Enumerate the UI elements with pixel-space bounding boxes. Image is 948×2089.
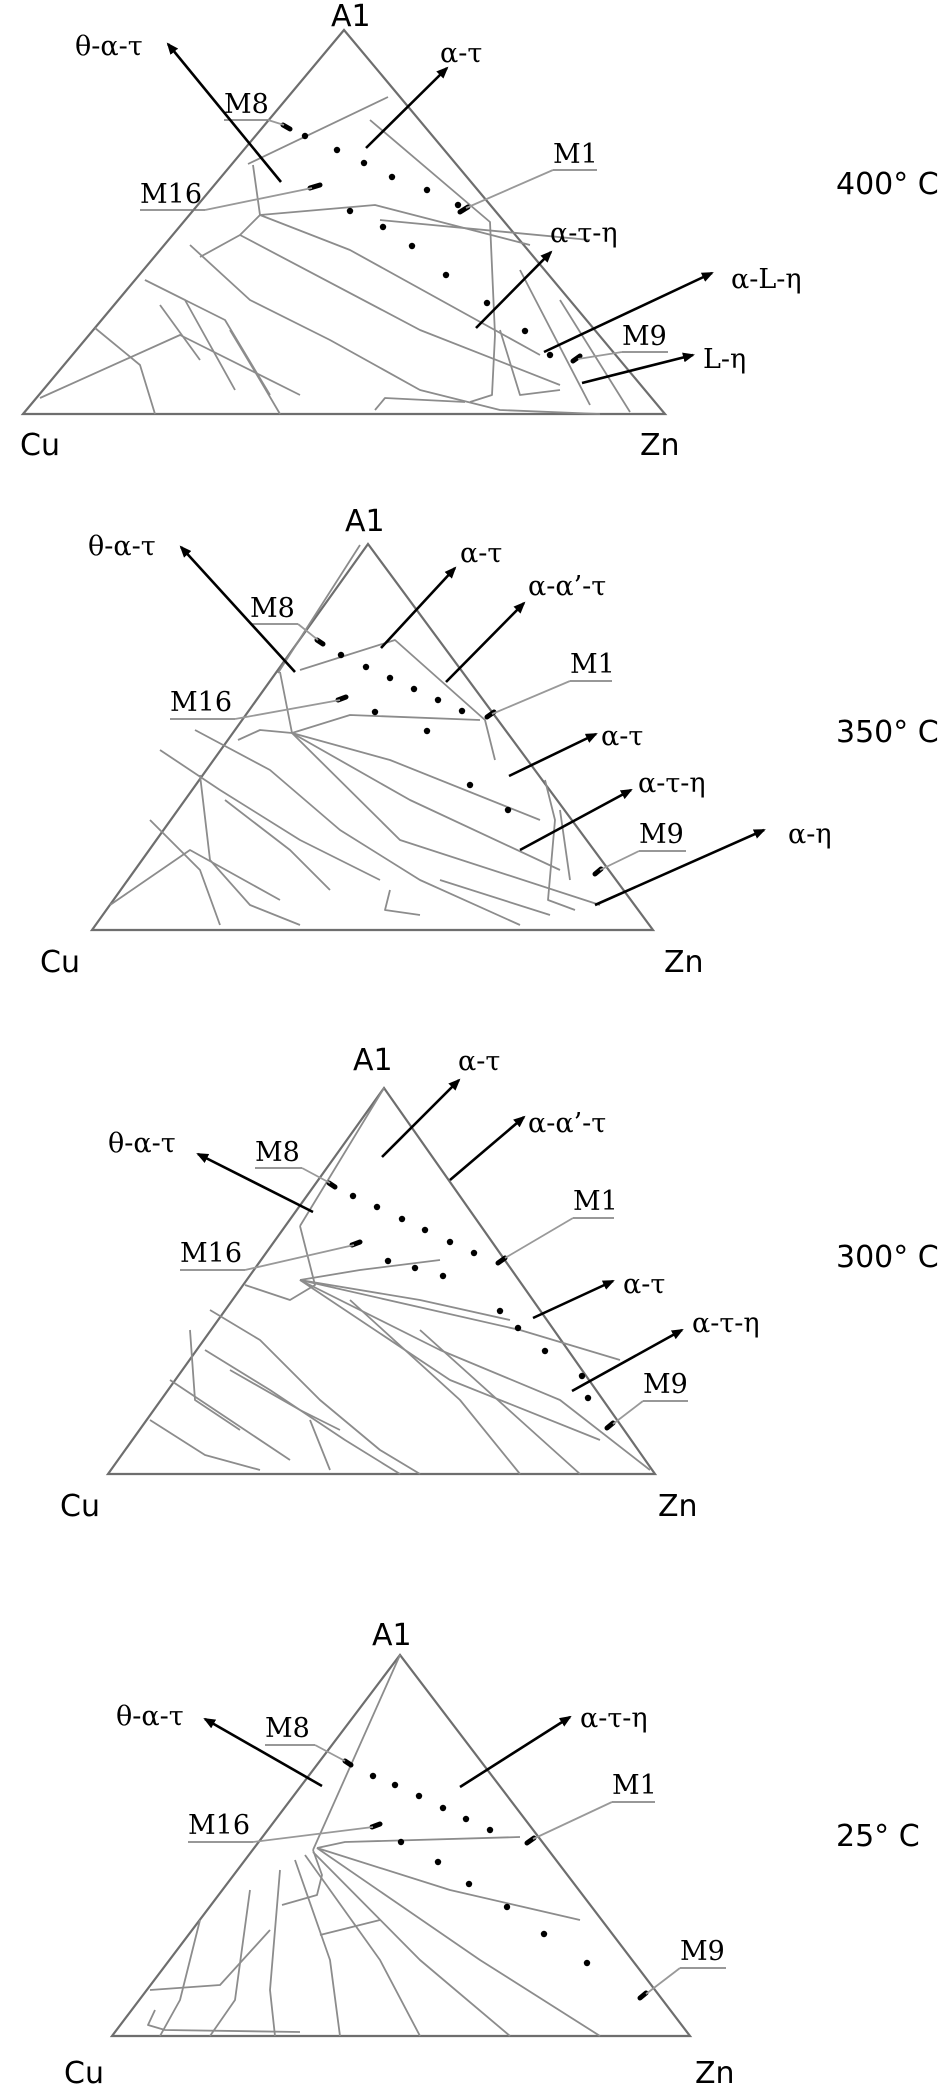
sample-label-m9: M9 bbox=[612, 1369, 688, 1425]
phase-boundaries bbox=[147, 1654, 601, 2037]
sample-label: M9 bbox=[680, 1936, 725, 1967]
phase-label: α-α’-τ bbox=[528, 571, 606, 602]
sample-label-m16: M16 bbox=[170, 687, 341, 720]
sample-label: M16 bbox=[140, 179, 202, 210]
corner-label-left: Cu bbox=[64, 2056, 104, 2089]
phase-region-arrows: θ-α-τ α-τ α-α’-τ α-τ α-τ-η α-η bbox=[88, 531, 832, 907]
phase-region-arrows: θ-α-τ α-τ α-α’-τ α-τ α-τ-η bbox=[108, 1046, 760, 1393]
sample-label: M16 bbox=[170, 687, 232, 718]
sample-label-m16: M16 bbox=[180, 1238, 355, 1271]
phase-label: α-τ bbox=[601, 721, 643, 752]
corner-label-left: Cu bbox=[60, 1489, 100, 1524]
sample-label-m16: M16 bbox=[188, 1810, 374, 1843]
phase-label: θ-α-τ bbox=[75, 31, 143, 62]
panel-400c: A1 Cu Zn 400° C M8 M16 M1 bbox=[20, 0, 939, 463]
sample-label-m1: M1 bbox=[491, 649, 615, 715]
phase-label: α-τ bbox=[460, 538, 502, 569]
sample-label-m9: M9 bbox=[599, 819, 686, 871]
sample-points bbox=[280, 122, 583, 364]
corner-label-top: A1 bbox=[372, 1618, 412, 1653]
ternary-triangle bbox=[105, 1086, 658, 1476]
corner-label-right: Zn bbox=[640, 428, 680, 463]
phase-label: α-L-η bbox=[731, 264, 802, 295]
sample-points bbox=[342, 1758, 649, 2001]
sample-label-m8: M8 bbox=[255, 1137, 331, 1184]
phase-label: α-τ-η bbox=[638, 768, 706, 799]
sample-label: M8 bbox=[224, 89, 269, 120]
corner-label-left: Cu bbox=[40, 945, 80, 980]
sample-label: M8 bbox=[255, 1137, 300, 1168]
phase-label: θ-α-τ bbox=[108, 1128, 176, 1159]
corner-label-right: Zn bbox=[658, 1489, 698, 1524]
sample-label: M9 bbox=[643, 1369, 688, 1400]
sample-label: M1 bbox=[573, 1186, 618, 1217]
sample-label-m8: M8 bbox=[224, 89, 285, 126]
corner-label-top: A1 bbox=[353, 1043, 393, 1078]
panel-25c: A1 Cu Zn 25° C M8 M16 M1 bbox=[64, 1618, 920, 2089]
sample-label: M8 bbox=[265, 1713, 310, 1744]
sample-points bbox=[326, 1180, 616, 1431]
corner-label-right: Zn bbox=[695, 2056, 735, 2089]
sample-label-m16: M16 bbox=[140, 179, 313, 211]
sample-label: M1 bbox=[570, 649, 615, 680]
phase-label: L-η bbox=[703, 344, 746, 375]
phase-label: α-τ bbox=[440, 38, 482, 69]
sample-label-m8: M8 bbox=[265, 1713, 346, 1762]
sample-label-m1: M1 bbox=[504, 1186, 618, 1259]
phase-boundaries bbox=[149, 1087, 651, 1475]
temperature-label: 400° C bbox=[836, 167, 939, 202]
phase-label: θ-α-τ bbox=[88, 531, 156, 562]
corner-label-top: A1 bbox=[345, 504, 385, 539]
temperature-label: 300° C bbox=[836, 1240, 939, 1275]
phase-label: α-τ-η bbox=[580, 1703, 648, 1734]
phase-label: α-η bbox=[788, 819, 832, 850]
ternary-triangle bbox=[109, 1653, 693, 2038]
corner-label-top: A1 bbox=[331, 0, 371, 34]
phase-region-arrows: θ-α-τ α-τ-η bbox=[116, 1701, 648, 1789]
sample-label: M1 bbox=[553, 139, 598, 170]
sample-label-m8: M8 bbox=[250, 593, 319, 641]
sample-label: M9 bbox=[639, 819, 684, 850]
corner-label-right: Zn bbox=[664, 945, 704, 980]
sample-label-m1: M1 bbox=[532, 1770, 657, 1840]
temperature-label: 350° C bbox=[836, 715, 939, 750]
phase-label: α-τ-η bbox=[692, 1308, 760, 1339]
sample-label: M16 bbox=[180, 1238, 242, 1269]
sample-label-m9: M9 bbox=[577, 321, 668, 360]
phase-label: α-τ bbox=[623, 1269, 665, 1300]
phase-label: α-τ-η bbox=[550, 218, 618, 249]
phase-region-arrows: θ-α-τ α-τ α-τ-η α-L-η L-η bbox=[75, 31, 802, 385]
panel-350c: A1 Cu Zn 350° C M8 M16 M1 bbox=[40, 504, 939, 980]
sample-points bbox=[314, 637, 604, 877]
sample-label: M9 bbox=[622, 321, 667, 352]
temperature-label: 25° C bbox=[836, 1819, 920, 1854]
panel-300c: A1 Cu Zn 300° C M8 M16 M1 bbox=[60, 1043, 939, 1524]
sample-label-m9: M9 bbox=[645, 1936, 726, 1995]
phase-boundaries bbox=[39, 96, 631, 415]
phase-label: α-τ bbox=[458, 1046, 500, 1077]
sample-label-m1: M1 bbox=[465, 139, 598, 209]
corner-label-left: Cu bbox=[20, 428, 60, 463]
phase-label: α-α’-τ bbox=[528, 1108, 606, 1139]
phase-label: θ-α-τ bbox=[116, 1701, 184, 1732]
ternary-triangle bbox=[20, 28, 668, 416]
sample-label: M16 bbox=[188, 1810, 250, 1841]
sample-label: M1 bbox=[612, 1770, 657, 1801]
phase-boundaries bbox=[109, 544, 601, 926]
sample-label: M8 bbox=[250, 593, 295, 624]
ternary-triangle bbox=[89, 542, 656, 932]
